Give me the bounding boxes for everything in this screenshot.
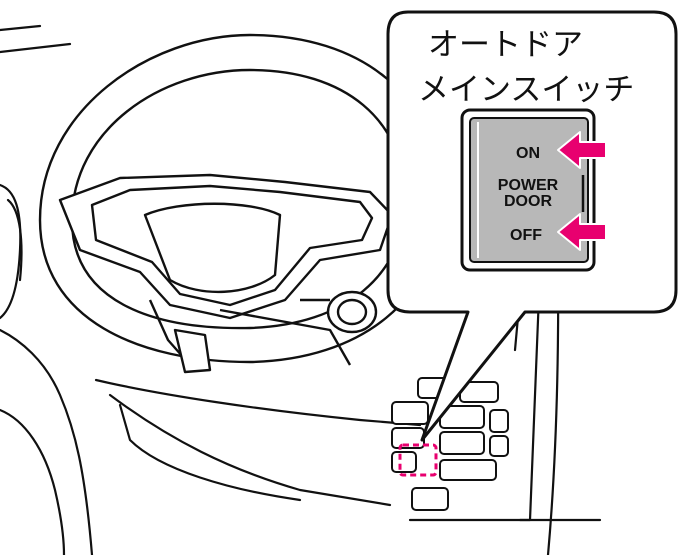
callout-title-line1: オートドア	[428, 27, 583, 63]
cluster-switch[interactable]	[391, 401, 429, 425]
cluster-switch[interactable]	[411, 487, 449, 511]
cluster-switch[interactable]	[489, 435, 509, 457]
cluster-switch[interactable]	[489, 409, 509, 433]
power-door-switch-highlight[interactable]	[398, 443, 438, 477]
arrow-left-icon	[557, 213, 607, 251]
cluster-switch[interactable]	[439, 431, 485, 455]
switch-label-on: ON	[516, 145, 540, 162]
arrow-left-icon	[557, 131, 607, 169]
switch-label-door: DOOR	[504, 193, 552, 210]
switch-face[interactable]	[469, 117, 589, 263]
switch-label-off: OFF	[510, 227, 542, 244]
cluster-switch[interactable]	[439, 459, 497, 481]
cluster-switch[interactable]	[391, 451, 417, 473]
switch-label-power: POWER	[498, 177, 559, 194]
steering-wheel	[38, 33, 442, 374]
callout-title-line2: メインスイッチ	[418, 72, 634, 108]
